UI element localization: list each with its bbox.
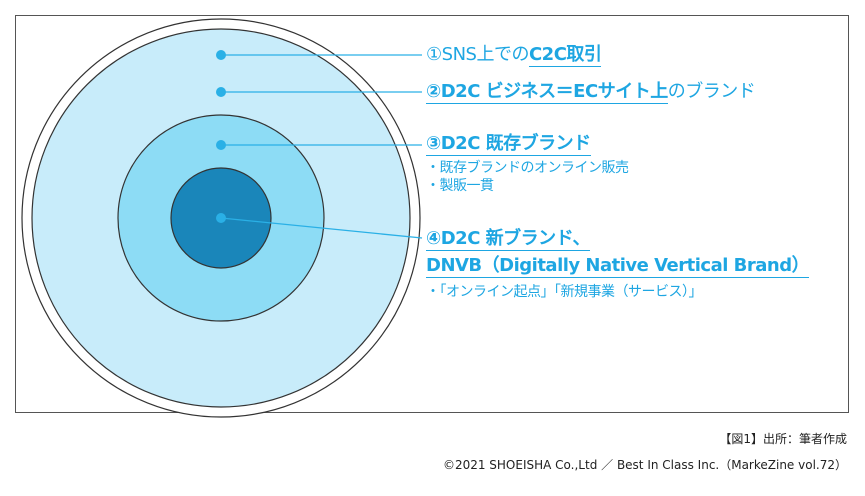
label-d2c-new: ④D2C 新ブランド、 DNVB（Digitally Native Vertic…	[426, 228, 810, 301]
bullet-item: ・「オンライン起点」「新規事業（サービス）」	[426, 284, 703, 300]
label-c2c: ①SNS上でのC2C取引	[426, 44, 602, 67]
bullet-item: ・製販一貫	[426, 178, 494, 194]
label-d2c-business: ②D2C ビジネス＝ECサイト上のブランド	[426, 81, 756, 104]
figure-caption: 【図1】出所：筆者作成	[719, 432, 847, 446]
copyright-credit: ©2021 SHOEISHA Co.,Ltd ／ Best In Class I…	[442, 458, 847, 472]
label-c2c-emphasis: C2C取引	[528, 44, 602, 67]
leader-line-4	[220, 217, 423, 239]
bullet-item: ・既存ブランドのオンライン販売	[426, 160, 629, 176]
label-c2c-prefix: ①SNS上での	[426, 44, 529, 65]
label-dnvb-title: DNVB（Digitally Native Vertical Brand）	[426, 255, 810, 278]
label-d2c-business-emphasis: ②D2C ビジネス＝ECサイト上	[426, 81, 668, 104]
label-d2c-existing-title: ③D2C 既存ブランド	[426, 133, 591, 156]
marker-dot-4	[216, 213, 226, 223]
marker-dot-3	[216, 140, 226, 150]
marker-dot-1	[216, 50, 226, 60]
label-d2c-new-title: ④D2C 新ブランド、	[426, 228, 590, 251]
marker-dot-2	[216, 87, 226, 97]
label-d2c-business-suffix: のブランド	[667, 81, 756, 102]
diagram-frame	[15, 15, 849, 413]
label-d2c-existing: ③D2C 既存ブランド ・既存ブランドのオンライン販売 ・製販一貫	[426, 133, 629, 195]
